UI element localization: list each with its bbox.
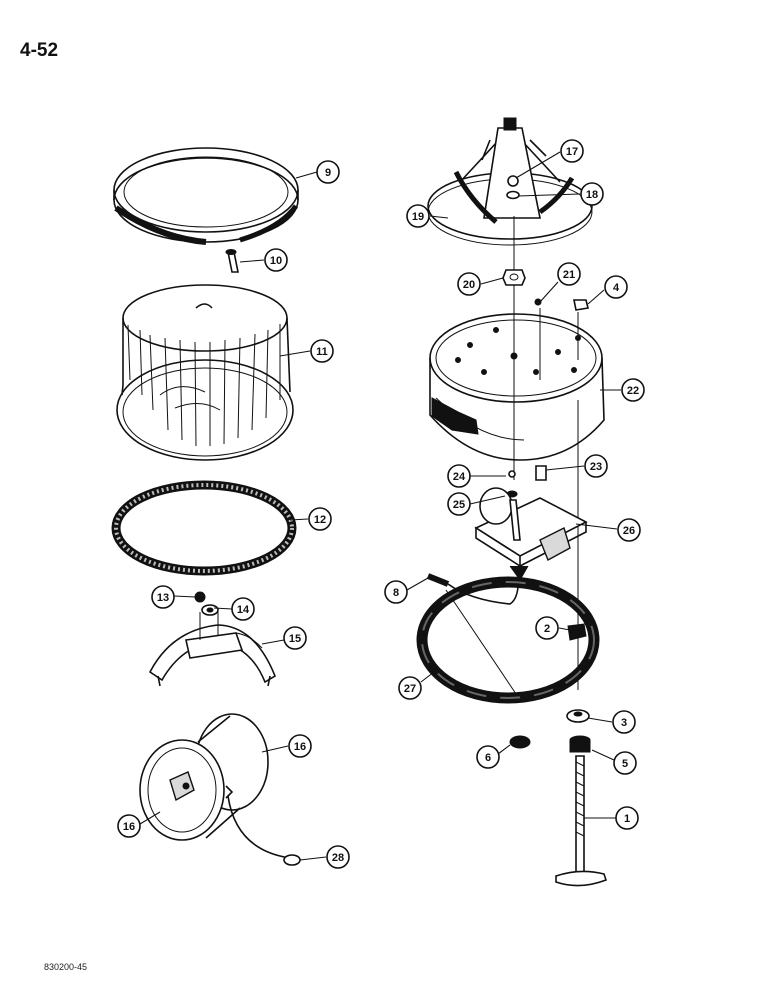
callout: 2 <box>535 616 559 640</box>
callout-label: 26 <box>623 525 635 537</box>
part-motor-bracket-plate <box>427 117 593 246</box>
callout-label: 17 <box>566 146 578 158</box>
callout-label: 3 <box>621 717 627 729</box>
part-rubber-plug <box>509 735 531 749</box>
callout: 27 <box>398 676 422 700</box>
callout: 1 <box>615 806 639 830</box>
callout-label: 15 <box>289 633 301 645</box>
part-screw <box>225 249 239 273</box>
callout: 24 <box>447 464 471 488</box>
callout-label: 16 <box>123 821 135 833</box>
figure-code: 830200-45 <box>44 962 88 972</box>
part-spacer <box>535 465 547 481</box>
callout: 15 <box>283 626 307 650</box>
part-lens-dome <box>116 284 294 461</box>
callout-label: 4 <box>613 282 620 294</box>
part-motor-board <box>474 487 588 581</box>
part-small-washer <box>508 470 516 478</box>
part-mounting-bracket <box>148 612 276 687</box>
callout: 23 <box>584 454 608 478</box>
part-bracket-washer <box>506 190 520 200</box>
callout-label: 14 <box>237 604 250 616</box>
callout: 21 <box>557 262 581 286</box>
callout-label: 22 <box>627 385 639 397</box>
part-nut <box>194 591 206 603</box>
part-lamp-reflector <box>139 713 301 866</box>
part-clip <box>567 623 587 641</box>
callout: 20 <box>457 272 481 296</box>
callout: 10 <box>264 248 288 272</box>
callout: 9 <box>316 160 340 184</box>
callout: 25 <box>447 492 471 516</box>
callout-label: 6 <box>485 752 491 764</box>
part-washer <box>201 604 219 616</box>
part-base-gasket <box>416 576 600 704</box>
callout-label: 19 <box>412 211 424 223</box>
callout: 19 <box>406 204 430 228</box>
callout-label: 16 <box>294 741 306 753</box>
leader-lines <box>139 151 621 861</box>
callout: 18 <box>580 182 604 206</box>
callout: 12 <box>308 507 332 531</box>
callout-label: 12 <box>314 514 326 526</box>
callout: 26 <box>617 518 641 542</box>
part-retaining-ring <box>113 147 299 245</box>
callout: 16 <box>117 814 141 838</box>
callout: 28 <box>326 845 350 869</box>
part-cap-nut <box>573 299 589 311</box>
callout: 3 <box>612 710 636 734</box>
callout: 17 <box>560 139 584 163</box>
callout-label: 23 <box>590 461 602 473</box>
callout-label: 28 <box>332 852 344 864</box>
callout: 4 <box>604 275 628 299</box>
callout-label: 27 <box>404 683 416 695</box>
part-bracket-nut <box>507 175 519 187</box>
callout-label: 5 <box>622 758 628 770</box>
callout-label: 25 <box>453 499 465 511</box>
callout: 8 <box>384 580 408 604</box>
callout: 13 <box>151 585 175 609</box>
part-mounting-bolt <box>555 755 608 887</box>
part-grommet <box>566 709 590 723</box>
part-gasket <box>111 480 297 576</box>
callout-label: 24 <box>453 471 466 483</box>
callout-label: 8 <box>393 587 399 599</box>
callout-label: 13 <box>157 592 169 604</box>
part-set-screw <box>534 298 542 306</box>
callout-label: 1 <box>624 813 630 825</box>
callout: 5 <box>613 751 637 775</box>
part-hex-nut <box>502 269 526 286</box>
part-knob-nut <box>569 735 591 753</box>
page-number: 4-52 <box>20 40 59 61</box>
callout: 22 <box>621 378 645 402</box>
callout: 14 <box>231 597 255 621</box>
callout-label: 2 <box>544 623 550 635</box>
callout: 6 <box>476 745 500 769</box>
callout-label: 10 <box>270 255 282 267</box>
part-base-housing <box>429 313 605 461</box>
callout-label: 20 <box>463 279 475 291</box>
callout-label: 21 <box>563 269 575 281</box>
callout-label: 9 <box>325 167 331 179</box>
callout: 16 <box>288 734 312 758</box>
callout-label: 11 <box>316 346 328 358</box>
callout: 11 <box>310 339 334 363</box>
callout-label: 18 <box>586 189 598 201</box>
